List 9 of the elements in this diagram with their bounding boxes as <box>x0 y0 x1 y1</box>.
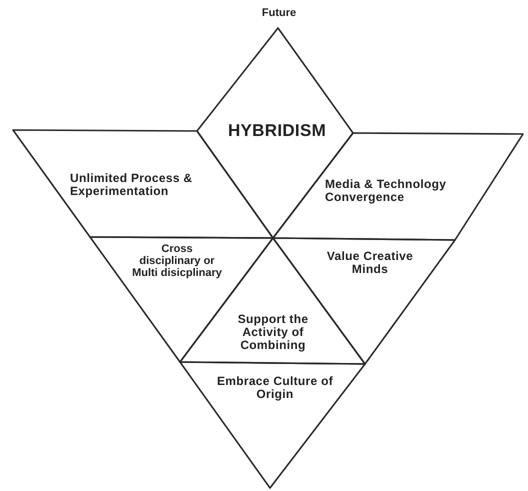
section-label: Value Creative Minds <box>326 250 414 276</box>
section-label: Media & Technology Convergence <box>325 178 448 204</box>
section-label: Support the Activity of Combining <box>236 313 310 352</box>
direction-label: Future <box>260 7 298 19</box>
section-label: HYBRIDISM <box>226 121 328 141</box>
section-label: Cross disciplinary or Multi disicplinary <box>131 243 223 279</box>
section-label: Unlimited Process & Experimentation <box>70 172 194 198</box>
section-label: Embrace Culture of Origin <box>216 375 334 401</box>
triangle-section <box>180 362 365 488</box>
